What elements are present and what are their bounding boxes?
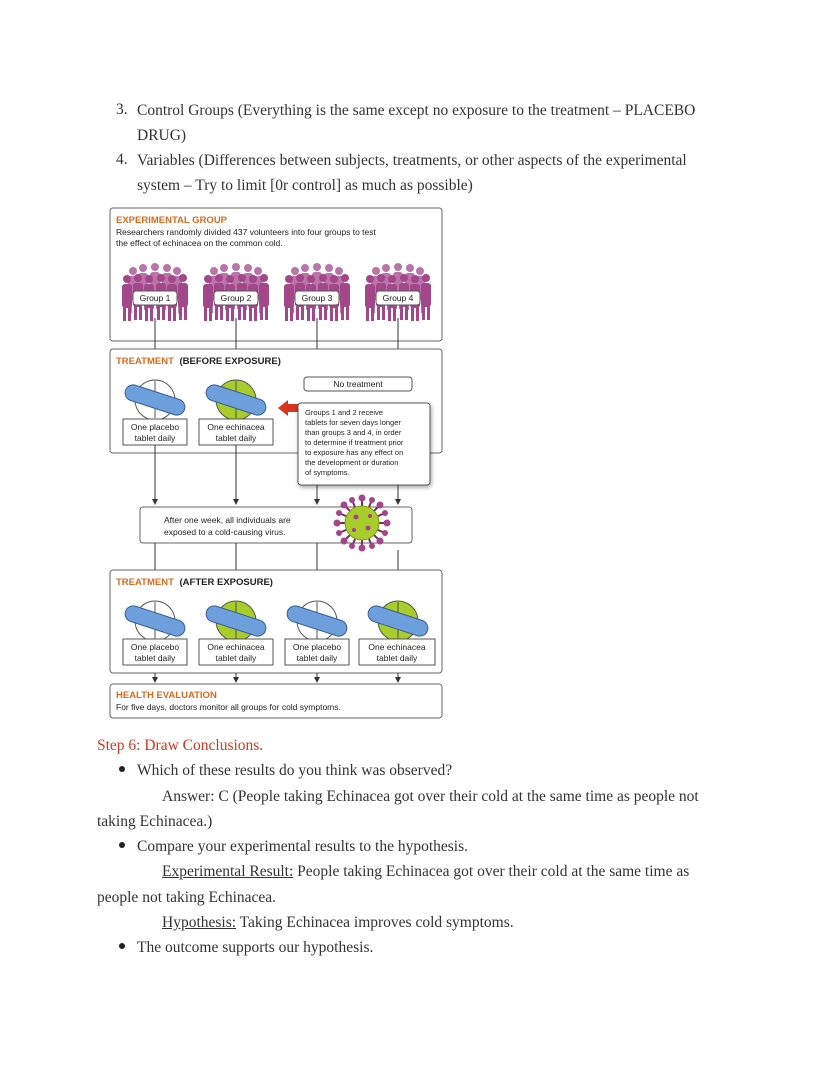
svg-text:One echinacea: One echinacea [207,642,264,652]
answer-line-1: Answer: C (People taking Echinacea got o… [162,788,699,805]
list-item-control-groups-cont: DRUG) [137,127,187,144]
group-label-1: Group 1 [132,290,178,306]
experimental-group-desc-2: the effect of echinacea on the common co… [116,238,283,248]
svg-text:to exposure has any effect on: to exposure has any effect on [305,448,403,457]
echinacea-label-before: One echinacea tablet daily [198,418,274,446]
treatment-after-heading: TREATMENT (AFTER EXPOSURE) [116,577,273,588]
placebo-label-before: One placebo tablet daily [122,418,188,446]
experimental-group-desc-1: Researchers randomly divided 437 volunte… [116,227,377,237]
exposure-text-1: After one week, all individuals are [164,515,291,525]
echinacea-pill-before [205,379,267,421]
step-6-heading: Step 6: Draw Conclusions. [97,737,264,754]
placebo-pill-after-3 [286,600,348,642]
svg-text:tablet daily: tablet daily [297,653,338,663]
svg-text:tablet daily: tablet daily [377,653,418,663]
svg-text:Group 2: Group 2 [221,293,252,303]
list-item-variables-cont: system – Try to limit [0r control] as mu… [137,177,473,194]
health-evaluation-heading: HEALTH EVALUATION [116,690,217,701]
treatment-before-heading: TREATMENT (BEFORE EXPOSURE) [116,356,281,367]
experimental-result-line: Experimental Result: People taking Echin… [162,859,689,884]
svg-text:tablets for seven days longer: tablets for seven days longer [305,418,401,427]
experimental-result-line-2: people not taking Echinacea. [97,889,277,906]
svg-text:One echinacea: One echinacea [207,422,264,432]
svg-text:Groups 1 and 2 receive: Groups 1 and 2 receive [305,408,383,417]
svg-text:than groups 3 and 4, in order: than groups 3 and 4, in order [305,428,402,437]
group-label-2: Group 2 [213,290,259,306]
svg-text:tablet daily: tablet daily [216,653,257,663]
experimental-group-heading: EXPERIMENTAL GROUP [116,215,228,226]
placebo-pill-before [124,379,186,421]
list-item-control-groups: Control Groups (Everything is the same e… [137,102,696,119]
question-compare: Compare your experimental results to the… [137,838,469,855]
exposure-text-2: exposed to a cold-causing virus. [164,527,285,537]
svg-text:Group 1: Group 1 [140,293,171,303]
svg-text:tablet daily: tablet daily [135,653,176,663]
svg-text:to determine if treatment prio: to determine if treatment prior [305,438,404,447]
bullet-icon [119,842,125,848]
svg-text:One placebo: One placebo [131,422,179,432]
svg-text:One echinacea: One echinacea [368,642,425,652]
question-observed: Which of these results do you think was … [137,762,453,779]
note-box: Groups 1 and 2 receive tablets for seven… [297,402,431,486]
hypothesis-line: Hypothesis: Taking Echinacea improves co… [162,910,514,935]
bullet-icon [119,943,125,949]
hypothesis-text: Taking Echinacea improves cold symptoms. [236,914,514,931]
experimental-result-label: Experimental Result: [162,863,294,880]
svg-text:Group 3: Group 3 [302,293,333,303]
svg-text:the development or duration: the development or duration [305,458,398,467]
svg-text:One placebo: One placebo [131,642,179,652]
svg-text:tablet daily: tablet daily [216,433,257,443]
echinacea-label-after-2: One echinacea tablet daily [198,638,274,666]
svg-text:tablet daily: tablet daily [135,433,176,443]
experimental-group-box [109,207,443,342]
health-evaluation-box [109,683,443,719]
outcome-statement: The outcome supports our hypothesis. [137,939,374,956]
no-treatment-label: No treatment [303,376,413,392]
hypothesis-label: Hypothesis: [162,914,237,931]
svg-text:of symptoms.: of symptoms. [305,468,350,477]
virus-icon [333,494,391,552]
list-number-3: 3. [116,101,128,118]
group-label-3: Group 3 [294,290,340,306]
list-number-4: 4. [116,151,128,168]
placebo-label-after-1: One placebo tablet daily [122,638,188,666]
bullet-icon [119,766,125,772]
placebo-pill-after-1 [124,600,186,642]
echinacea-experiment-figure: EXPERIMENTAL GROUP Researchers randomly … [109,207,443,719]
answer-line-2: taking Echinacea.) [97,813,213,830]
list-item-variables: Variables (Differences between subjects,… [137,152,687,169]
svg-text:Group 4: Group 4 [383,293,414,303]
group-label-4: Group 4 [375,290,421,306]
echinacea-label-after-4: One echinacea tablet daily [358,638,436,666]
echinacea-pill-after-2 [205,600,267,642]
placebo-label-after-3: One placebo tablet daily [284,638,350,666]
experimental-result-text: People taking Echinacea got over their c… [293,863,690,880]
svg-text:No treatment: No treatment [333,379,383,389]
health-evaluation-desc: For five days, doctors monitor all group… [116,702,341,712]
svg-text:One placebo: One placebo [293,642,341,652]
